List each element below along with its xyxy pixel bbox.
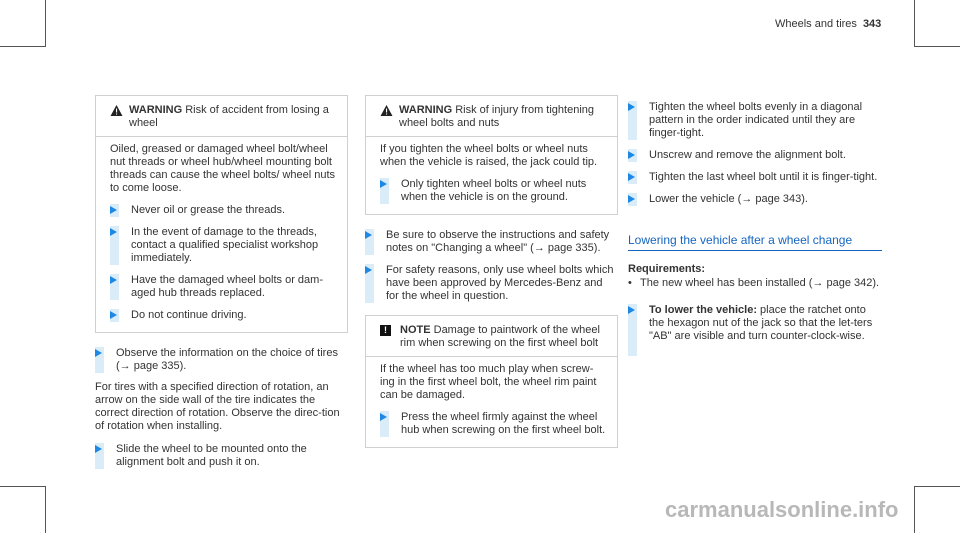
column-2: WARNING Risk of injury from tightening w… <box>365 95 618 448</box>
step: To lower the vehicle: place the ratchet … <box>628 304 882 356</box>
crop-mark <box>914 486 915 533</box>
step: Only tighten wheel bolts or wheel nuts w… <box>380 178 607 204</box>
step: Lower the vehicle (→ page 343). <box>628 193 882 206</box>
step-arrow-icon <box>380 413 387 421</box>
step: Tighten the wheel bolts evenly in a diag… <box>628 101 882 140</box>
step: Press the wheel firmly against the wheel… <box>380 411 607 437</box>
page-header: Wheels and tires 343 <box>775 18 881 31</box>
step-text: Unscrew and remove the alignment bolt. <box>649 149 846 161</box>
step-arrow-icon <box>628 173 635 181</box>
warning-icon <box>380 105 393 116</box>
step-text: Observe the information on the choice of… <box>116 347 338 372</box>
step: Never oil or grease the threads. <box>110 204 337 217</box>
step-text: Be sure to observe the instructions and … <box>386 229 610 254</box>
crop-mark <box>45 0 46 47</box>
note-exclamation-icon: ! <box>380 325 391 336</box>
warning-title: Risk of accident from losing a wheel <box>129 104 329 129</box>
step-arrow-icon <box>95 349 102 357</box>
step-arrow-icon <box>628 306 635 314</box>
watermark: carmanualsonline.info <box>665 497 899 522</box>
step-text: For safety reasons, only use wheel bolts… <box>386 264 614 302</box>
requirement-text: The new wheel has been installed (→ page… <box>640 277 880 289</box>
warning-icon <box>110 105 123 116</box>
note-title: Damage to paintwork of the wheel rim whe… <box>400 324 600 349</box>
requirement-item: • The new wheel has been installed (→ pa… <box>628 277 882 290</box>
step-arrow-icon <box>110 311 117 319</box>
step: Unscrew and remove the alignment bolt. <box>628 149 882 162</box>
step: In the event of damage to the threads, c… <box>110 226 337 265</box>
step-arrow-icon <box>365 231 372 239</box>
step-text: Tighten the last wheel bolt until it is … <box>649 171 878 183</box>
step: Tighten the last wheel bolt until it is … <box>628 171 882 184</box>
bullet-icon: • <box>628 277 632 289</box>
note-box: ! NOTE Damage to paintwork of the wheel … <box>365 315 618 448</box>
step: Do not continue driving. <box>110 309 337 322</box>
crop-mark <box>45 486 46 533</box>
section-title: Lowering the vehicle after a wheel chang… <box>628 234 882 251</box>
step-arrow-icon <box>95 445 102 453</box>
crop-mark <box>914 486 960 487</box>
warning-label: WARNING <box>129 104 183 116</box>
page-number: 343 <box>862 18 882 30</box>
step: Observe the information on the choice of… <box>95 347 348 373</box>
step-text: Never oil or grease the threads. <box>131 204 286 216</box>
step-arrow-icon <box>110 228 117 236</box>
step-arrow-icon <box>628 195 635 203</box>
step: Slide the wheel to be mounted onto the a… <box>95 443 348 469</box>
step-text: Do not continue driving. <box>131 309 247 321</box>
step-text: Have the damaged wheel bolts or dam-aged… <box>131 274 323 299</box>
column-3: Tighten the wheel bolts evenly in a diag… <box>628 101 882 356</box>
warning-body: Oiled, greased or damaged wheel bolt/whe… <box>110 143 336 194</box>
step-arrow-icon <box>380 180 387 188</box>
step-arrow-icon <box>110 206 117 214</box>
step-text: Only tighten wheel bolts or wheel nuts w… <box>401 178 587 203</box>
note-label: NOTE <box>400 324 431 336</box>
step-text: In the event of damage to the threads, c… <box>131 226 319 264</box>
warning-title: Risk of injury from tightening wheel bol… <box>399 104 595 129</box>
step-text: Press the wheel firmly against the wheel… <box>401 411 606 436</box>
step: For safety reasons, only use wheel bolts… <box>365 264 618 303</box>
step: Be sure to observe the instructions and … <box>365 229 618 255</box>
paragraph: For tires with a specified direction of … <box>95 381 340 432</box>
step-text: Tighten the wheel bolts evenly in a diag… <box>649 101 863 139</box>
step-text: Slide the wheel to be mounted onto the a… <box>116 443 307 468</box>
warning-body: If you tighten the wheel bolts or wheel … <box>380 143 598 168</box>
note-body: If the wheel has too much play when scre… <box>380 363 597 401</box>
warning-label: WARNING <box>399 104 453 116</box>
requirements-label: Requirements: <box>628 263 706 275</box>
crop-mark <box>0 46 46 47</box>
step-arrow-icon <box>628 151 635 159</box>
crop-mark <box>0 486 46 487</box>
warning-box: WARNING Risk of injury from tightening w… <box>365 95 618 215</box>
step-bold-text: To lower the vehicle: <box>649 304 757 316</box>
column-1: WARNING Risk of accident from losing a w… <box>95 95 348 469</box>
crop-mark <box>914 46 960 47</box>
step-text: place the ratchet onto the hexagon nut o… <box>649 304 873 342</box>
step: Have the damaged wheel bolts or dam-aged… <box>110 274 337 300</box>
crop-mark <box>914 0 915 47</box>
step-arrow-icon <box>110 276 117 284</box>
step-text: Lower the vehicle (→ page 343). <box>649 193 808 205</box>
section-name: Wheels and tires <box>775 18 857 30</box>
warning-box: WARNING Risk of accident from losing a w… <box>95 95 348 333</box>
step-arrow-icon <box>365 266 372 274</box>
step-arrow-icon <box>628 103 635 111</box>
